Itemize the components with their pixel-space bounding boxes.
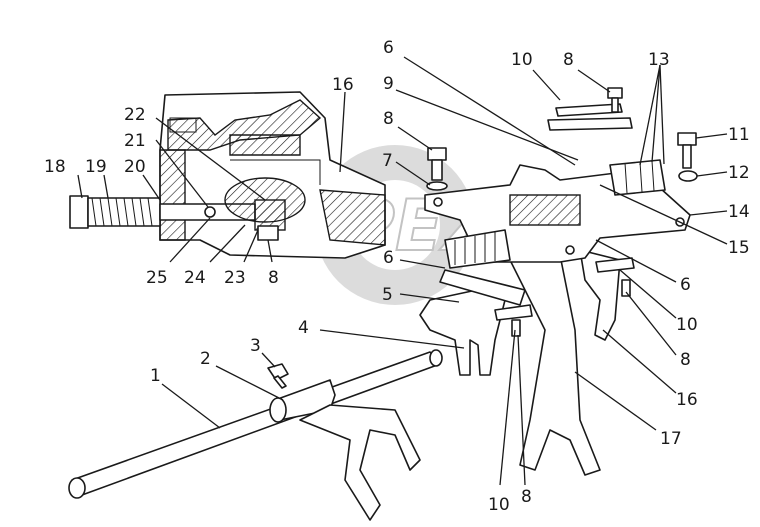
callout-20: 20	[124, 157, 146, 177]
bolt-3	[267, 363, 289, 389]
callout-8a: 8	[383, 109, 394, 129]
fork-front	[269, 379, 421, 521]
plate-10-bottom	[494, 304, 533, 321]
callout-6c: 6	[680, 275, 691, 295]
callout-6b: 6	[383, 248, 394, 268]
callout-13: 13	[648, 50, 670, 70]
callout-12: 12	[728, 163, 750, 183]
callout-10a: 10	[511, 50, 533, 70]
bolt-8-top	[607, 87, 623, 113]
callout-24: 24	[184, 268, 206, 288]
callout-16a: 16	[332, 75, 354, 95]
bolt-8-left	[426, 147, 448, 191]
callout-21: 21	[124, 131, 146, 151]
callout-labels: 1 2 3 4 5 6 6 6 7 8 8 8 8 8 9 10 10 10 1…	[44, 38, 750, 515]
callout-25: 25	[146, 268, 168, 288]
bolt-11	[677, 132, 698, 182]
callout-5: 5	[382, 285, 393, 305]
callout-8d: 8	[680, 350, 691, 370]
bolt-8-right	[621, 279, 631, 297]
callout-7: 7	[382, 151, 393, 171]
callout-9: 9	[383, 74, 394, 94]
callout-23: 23	[224, 268, 246, 288]
callout-3: 3	[250, 336, 261, 356]
leader-lines	[77, 56, 728, 486]
callout-22: 22	[124, 105, 146, 125]
plate-10-right	[595, 257, 635, 273]
fork-rear	[509, 249, 621, 476]
top-plate	[424, 159, 691, 269]
callout-10c: 10	[488, 495, 510, 515]
callout-8b: 8	[563, 50, 574, 70]
callout-11: 11	[728, 125, 750, 145]
locking-strip	[547, 103, 633, 131]
callout-19: 19	[85, 157, 107, 177]
callout-16b: 16	[676, 390, 698, 410]
callout-6a: 6	[383, 38, 394, 58]
callout-2: 2	[200, 349, 211, 369]
callout-8e: 8	[521, 487, 532, 507]
callout-17: 17	[660, 429, 682, 449]
bolt-8-bottom	[511, 319, 521, 337]
callout-15: 15	[728, 238, 750, 258]
callout-1: 1	[150, 366, 161, 386]
callout-18: 18	[44, 157, 66, 177]
callout-8c: 8	[268, 268, 279, 288]
callout-4: 4	[298, 318, 309, 338]
fork-middle	[419, 269, 526, 376]
callout-10b: 10	[676, 315, 698, 335]
callout-14: 14	[728, 202, 750, 222]
